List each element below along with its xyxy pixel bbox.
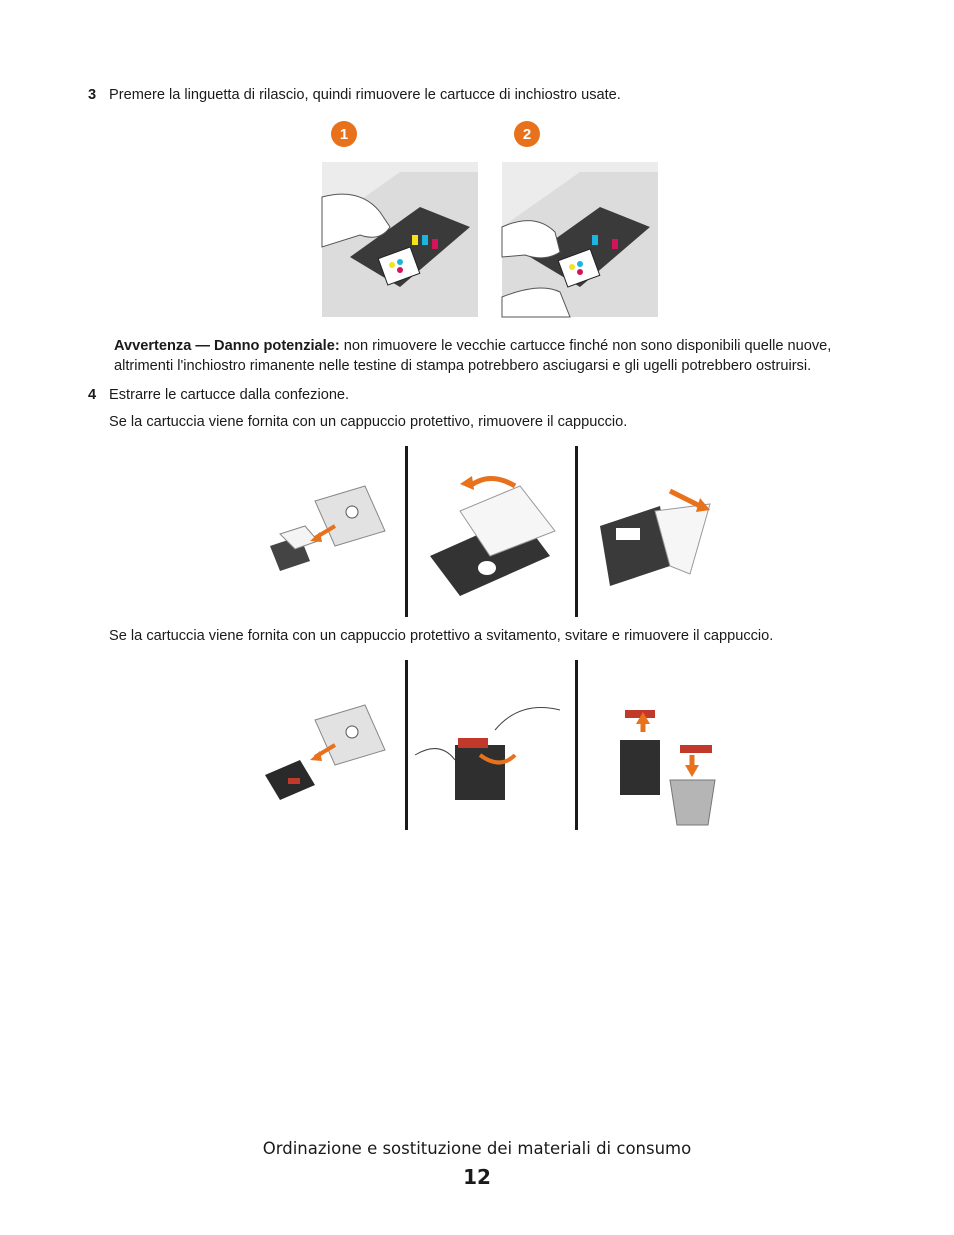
cap-removal-panel	[430, 476, 556, 596]
cartridge-unpack-panel-2	[265, 704, 386, 800]
step-4-sub1: Se la cartuccia viene fornita con un cap…	[109, 414, 628, 430]
step-4-sub2: Se la cartuccia viene fornita con un cap…	[109, 628, 774, 644]
printer-cartridge-removal-illustration: 1 2	[321, 121, 658, 318]
printer-panel-1	[321, 162, 478, 317]
discard-cap-panel	[620, 710, 716, 826]
step-3-number: 3	[88, 87, 97, 103]
page-number: 12	[463, 1165, 491, 1189]
warning-note: Avvertenza — Danno potenziale: non rimuo…	[114, 337, 884, 376]
footer-title: Ordinazione e sostituzione dei materiali…	[262, 1139, 692, 1158]
figure-divider-3	[405, 660, 408, 830]
twist-cap-removal-illustration	[265, 704, 716, 826]
svg-text:1: 1	[340, 126, 348, 143]
warning-label: Avvertenza — Danno potenziale:	[114, 338, 340, 354]
figure-divider-4	[575, 660, 578, 830]
step-4-text: Estrarre le cartucce dalla confezione.	[109, 387, 350, 403]
unscrew-cap-panel	[414, 707, 561, 800]
figure-divider-2	[575, 446, 578, 617]
step-badge-2: 2	[514, 121, 540, 147]
warning-text: non rimuovere le vecchie cartucce finché…	[114, 338, 832, 374]
protective-cap-removal-illustration	[270, 476, 711, 596]
svg-text:2: 2	[523, 126, 531, 143]
step-4-number: 4	[88, 387, 97, 403]
figure-divider-1	[405, 446, 408, 617]
step-3-text: Premere la linguetta di rilascio, quindi…	[109, 87, 621, 103]
cartridge-unpack-panel	[270, 485, 386, 571]
printer-panel-2	[501, 162, 658, 318]
cartridge-cap-off-panel	[600, 488, 711, 586]
step-badge-1: 1	[331, 121, 357, 147]
